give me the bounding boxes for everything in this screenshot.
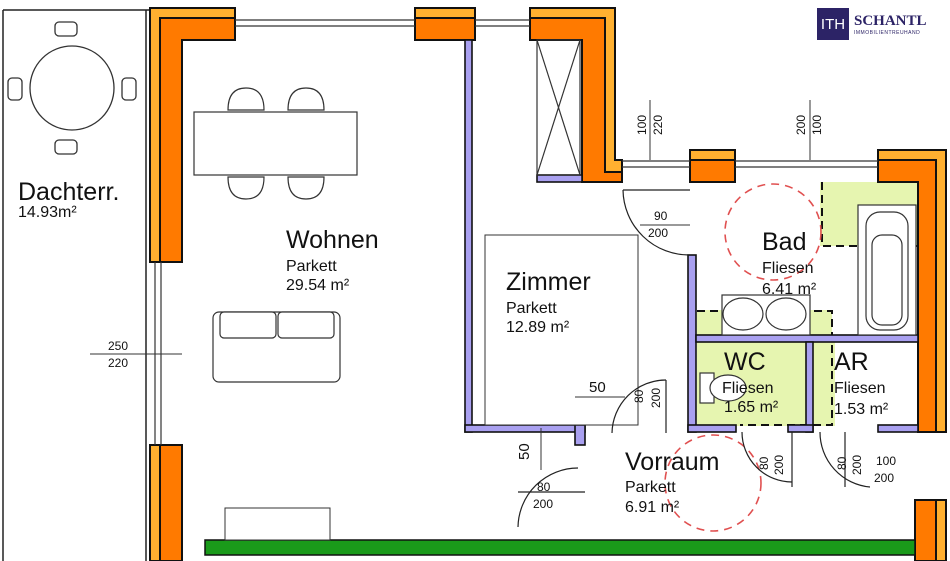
bed	[484, 234, 639, 426]
room-vorraum-floor: Parkett	[625, 479, 676, 496]
room-zimmer-area: 12.89 m²	[506, 319, 570, 336]
dim-door-ar-top: 80	[835, 456, 849, 470]
bathtub	[857, 204, 917, 336]
dim-door-zimmer-bottom: 200	[649, 387, 663, 408]
sofa	[212, 311, 341, 383]
room-ar-floor: Fliesen	[834, 380, 886, 397]
dim-window-top1-top: 100	[635, 114, 649, 135]
terrace-table	[7, 21, 137, 155]
room-ar-name: AR	[834, 348, 869, 376]
brand-tagline: IMMOBILIENTREUHAND	[854, 29, 921, 36]
logo-mark: ITH	[817, 8, 849, 40]
dim-door-entry-top: 80	[537, 480, 551, 494]
brand-name: SCHANTL	[854, 12, 927, 29]
room-wc-name: WC	[724, 348, 766, 376]
wardrobe	[536, 39, 581, 176]
dim-door-right-top: 100	[876, 454, 897, 468]
dim-door-bad-top: 90	[654, 209, 668, 223]
toilet	[699, 372, 747, 404]
dim-door-wc-bottom: 200	[772, 454, 786, 475]
dim-offset-v: 50	[516, 443, 533, 460]
room-bad-area: 6.41 m²	[762, 281, 817, 298]
room-vorraum-name: Vorraum	[625, 448, 720, 476]
turning-circle-bad	[724, 183, 822, 281]
dim-door-zimmer-top: 80	[632, 389, 646, 403]
room-vorraum-area: 6.91 m²	[625, 499, 680, 516]
room-wohnen-name: Wohnen	[286, 226, 379, 254]
balcony-rail	[204, 539, 916, 556]
room-terrace-area: 14.93m²	[18, 204, 77, 221]
dim-door-right-bottom: 200	[874, 471, 895, 485]
dim-door-bad-bottom: 200	[648, 226, 669, 240]
room-ar-area: 1.53 m²	[834, 401, 889, 418]
sinks	[721, 294, 811, 336]
dim-window-top2-top: 200	[794, 114, 808, 135]
dim-door-wc-top: 80	[757, 456, 771, 470]
dim-door-ar-bottom: 200	[850, 454, 864, 475]
dim-window-left-top: 250	[108, 339, 129, 353]
dim-window-left-bottom: 220	[108, 356, 129, 370]
room-zimmer-floor: Parkett	[506, 300, 557, 317]
room-wc-floor: Fliesen	[722, 380, 774, 397]
door-swings	[517, 189, 871, 528]
room-terrace-name: Dachterr.	[18, 178, 120, 206]
brand-logo: ITH SCHANTL IMMOBILIENTREUHAND	[817, 8, 927, 40]
room-bad-name: Bad	[762, 228, 807, 256]
room-zimmer-name: Zimmer	[506, 268, 591, 296]
terrace-outline	[2, 9, 150, 561]
room-bad-floor: Fliesen	[762, 260, 814, 277]
dim-door-entry-bottom: 200	[533, 497, 554, 511]
dining-table	[193, 87, 358, 200]
dimension-lines	[90, 100, 811, 470]
dim-offset-h: 50	[589, 379, 606, 396]
room-wohnen-area: 29.54 m²	[286, 277, 350, 294]
turning-circle-vorraum	[664, 434, 762, 532]
room-wohnen-floor: Parkett	[286, 258, 337, 275]
room-wc-area: 1.65 m²	[724, 399, 779, 416]
dim-window-top2-bottom: 100	[810, 114, 824, 135]
dim-window-top1-bottom: 220	[651, 114, 665, 135]
